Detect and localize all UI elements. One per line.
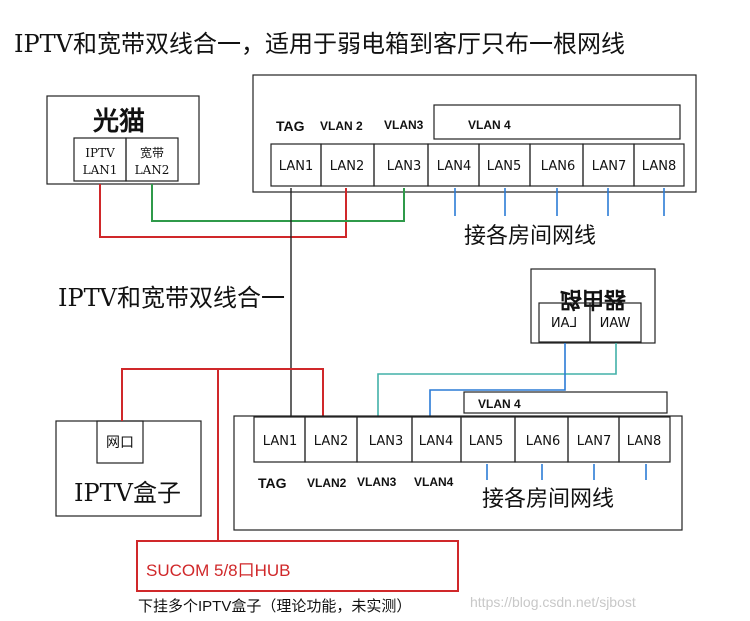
iptv-box-port bbox=[96, 420, 144, 464]
router-port-wan bbox=[589, 302, 642, 343]
top-port-lan5-label: LAN5 bbox=[487, 159, 521, 174]
router-port-lan-label: LAN bbox=[551, 316, 577, 331]
top-switch-box bbox=[252, 74, 697, 193]
watermark: https://blog.csdn.net/sjbost bbox=[470, 594, 636, 610]
top-port-lan3-label: LAN3 bbox=[387, 159, 421, 174]
router-title: 路由器 bbox=[560, 286, 627, 312]
top-vlan3-label: VLAN3 bbox=[384, 118, 424, 132]
middle-caption: IPTV和宽带双线合一 bbox=[58, 284, 285, 312]
top-port-lan8-label: LAN8 bbox=[642, 159, 676, 174]
iptv-box-port-label: 网口 bbox=[106, 435, 134, 451]
bottom-vlan4-top-label: VLAN 4 bbox=[478, 397, 521, 411]
top-vlan4-box bbox=[433, 104, 681, 140]
top-port-lan2-label: LAN2 bbox=[330, 159, 364, 174]
bottom-port-lan4-label: LAN4 bbox=[419, 434, 453, 449]
bottom-port-lan5-label: LAN5 bbox=[469, 434, 503, 449]
top-port-lan1-label: LAN1 bbox=[279, 159, 313, 174]
top-vlan2-label: VLAN 2 bbox=[320, 119, 363, 133]
bottom-tag-label: TAG bbox=[258, 475, 287, 491]
top-room-text: 接各房间网线 bbox=[464, 224, 596, 249]
top-room-cables bbox=[454, 188, 665, 216]
bottom-switch-box bbox=[233, 415, 683, 531]
modem-port-iptv-line1: IPTV bbox=[85, 146, 115, 160]
bottom-vlan2-label: VLAN2 bbox=[307, 476, 347, 490]
hub-note: 下挂多个IPTV盒子（理论功能，未实测） bbox=[138, 598, 411, 615]
red-cable-iptv-box bbox=[121, 368, 324, 421]
top-port-lan4-label: LAN4 bbox=[437, 159, 471, 174]
green-cable-broadband-top bbox=[151, 184, 405, 222]
top-port-lan7-label: LAN7 bbox=[592, 159, 626, 174]
bottom-room-cables bbox=[486, 464, 647, 480]
iptv-box-name: IPTV盒子 bbox=[74, 479, 181, 507]
top-port-lan6-label: LAN6 bbox=[541, 159, 575, 174]
router-box bbox=[530, 268, 656, 344]
bottom-port-lan1-label: LAN1 bbox=[263, 434, 297, 449]
router-port-wan-label: WAN bbox=[600, 316, 631, 331]
modem-title: 光猫 bbox=[92, 107, 145, 137]
modem-port-iptv-line2: LAN1 bbox=[83, 163, 118, 177]
bottom-vlan4-label: VLAN4 bbox=[414, 475, 454, 489]
teal-cable-router-wan bbox=[377, 343, 617, 416]
modem-box bbox=[46, 95, 200, 185]
hub-label: SUCOM 5/8口HUB bbox=[146, 561, 291, 580]
red-cable-iptv-top bbox=[99, 184, 347, 238]
modem-port-broadband-line2: LAN2 bbox=[135, 163, 170, 177]
bottom-room-text: 接各房间网线 bbox=[482, 487, 614, 512]
bottom-port-lan7-label: LAN7 bbox=[577, 434, 611, 449]
bottom-vlan3-label: VLAN3 bbox=[357, 475, 397, 489]
top-port-lan8 bbox=[633, 143, 685, 187]
hub-box bbox=[136, 540, 459, 592]
bottom-port-lan8 bbox=[618, 416, 671, 463]
bottom-port-lan2-label: LAN2 bbox=[314, 434, 348, 449]
modem-port-broadband-line1: 宽带 bbox=[140, 145, 164, 160]
top-vlan4-label: VLAN 4 bbox=[468, 118, 511, 132]
blue-cable-router-lan bbox=[429, 343, 566, 416]
bottom-vlan4-box bbox=[463, 391, 668, 414]
bottom-port-lan6-label: LAN6 bbox=[526, 434, 560, 449]
bottom-port-lan8-label: LAN8 bbox=[627, 434, 661, 449]
diagram-title: IPTV和宽带双线合一，适用于弱电箱到客厅只布一根网线 bbox=[14, 30, 625, 58]
modem-port-broadband bbox=[125, 137, 179, 182]
bottom-port-lan3-label: LAN3 bbox=[369, 434, 403, 449]
top-tag-label: TAG bbox=[276, 118, 305, 134]
